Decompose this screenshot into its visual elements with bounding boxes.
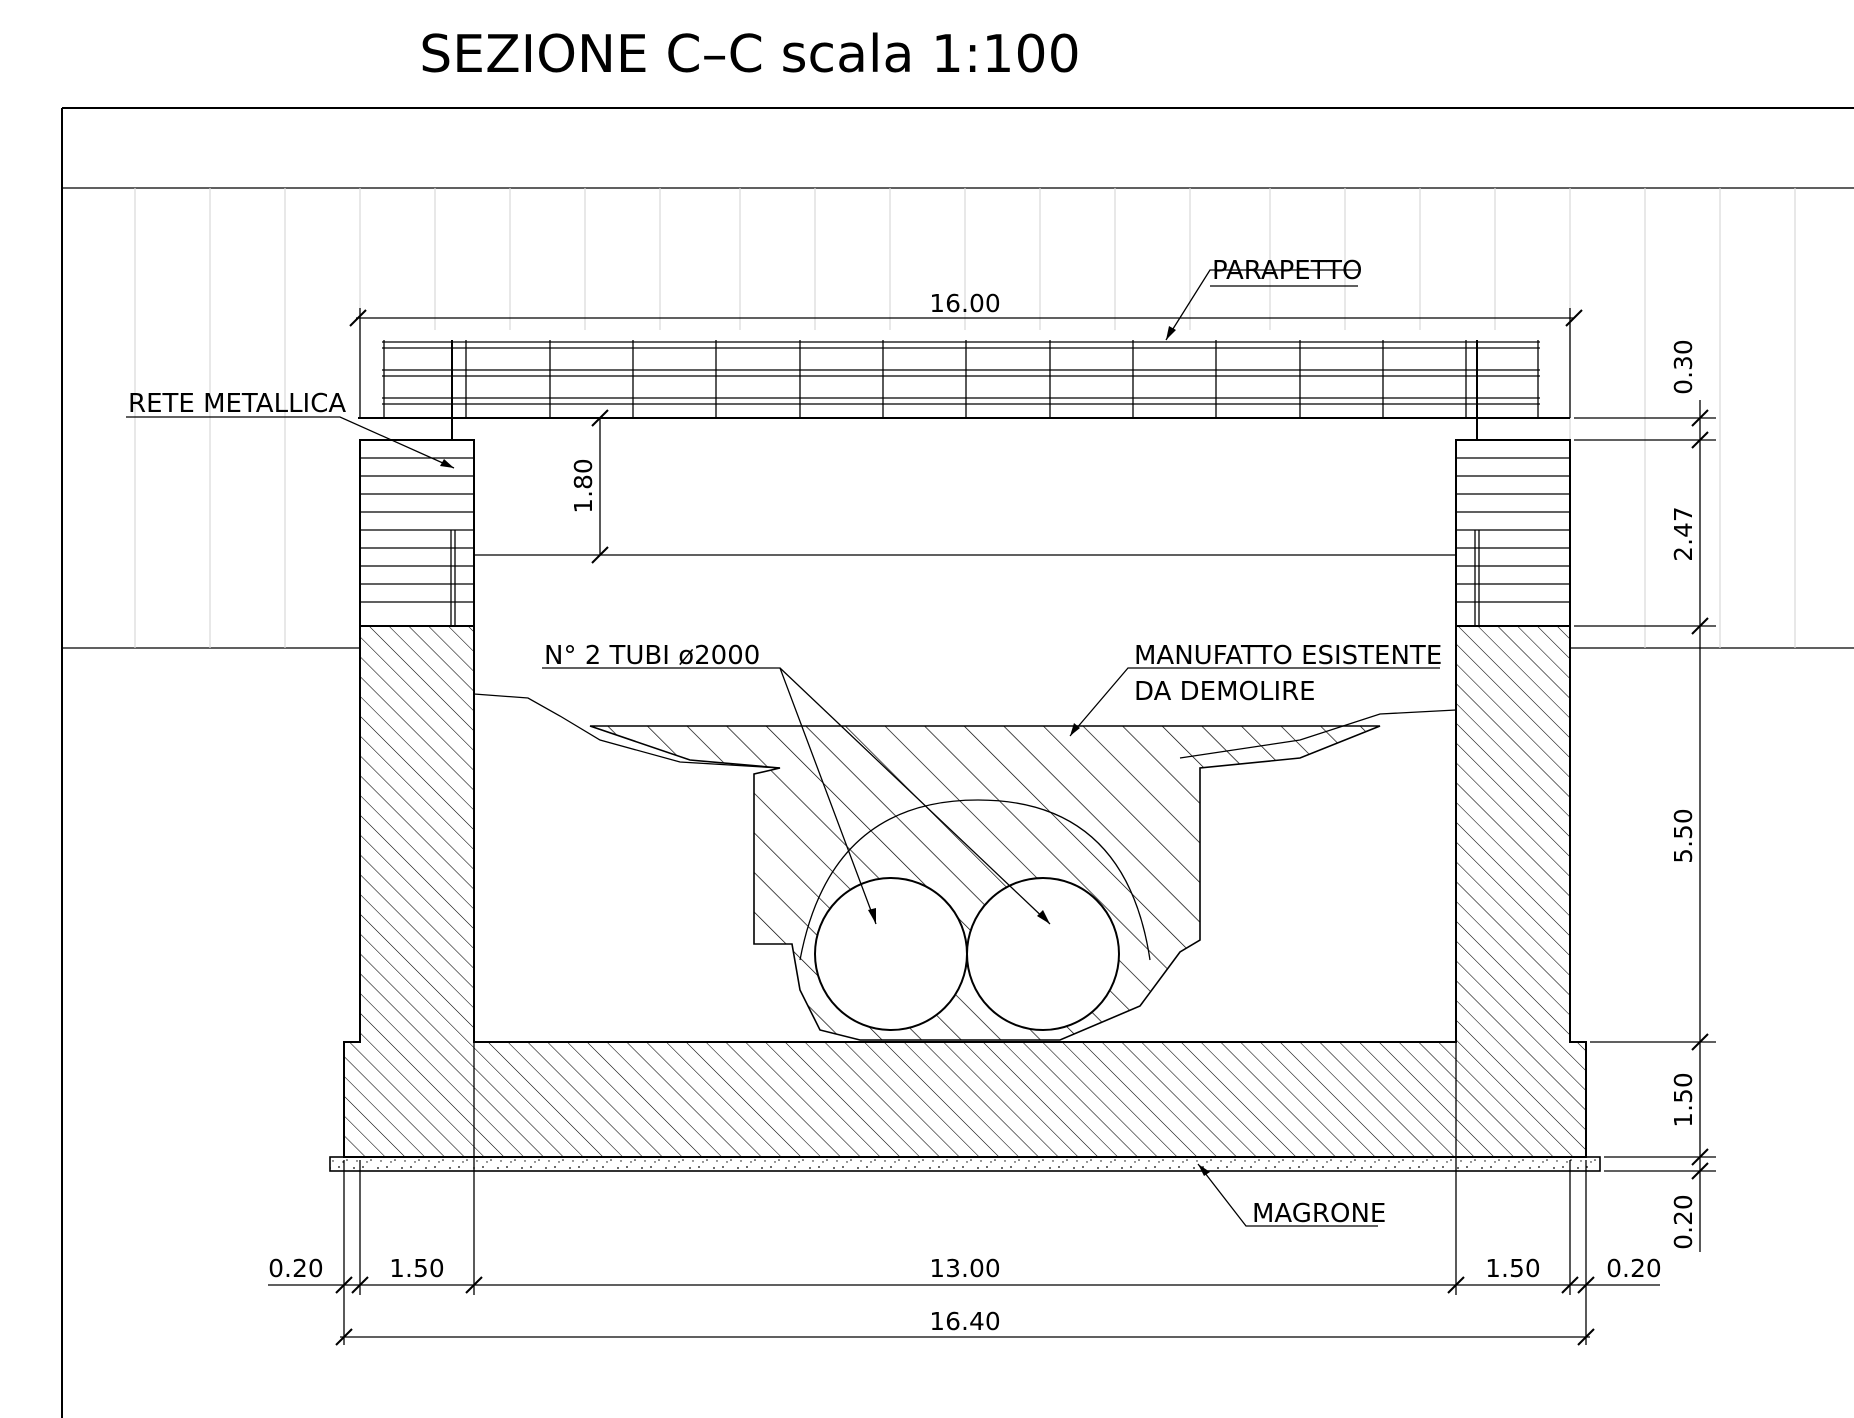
label-parapetto: PARAPETTO bbox=[1212, 256, 1362, 286]
drawing-frame bbox=[61, 107, 1854, 1418]
label-manufatto-2: DA DEMOLIRE bbox=[1134, 677, 1316, 707]
dimension-lines bbox=[268, 308, 1716, 1346]
dim-right-030: 0.30 bbox=[1669, 339, 1698, 395]
label-manufatto-1: MANUFATTO ESISTENTE bbox=[1134, 641, 1442, 671]
dim-bottom-150-right: 1.50 bbox=[1485, 1254, 1541, 1283]
dim-bottom-020-right: 0.20 bbox=[1606, 1254, 1662, 1283]
parapet-railing bbox=[358, 340, 1570, 440]
right-upper-wall bbox=[1455, 439, 1571, 627]
label-rete-metallica: RETE METALLICA bbox=[128, 389, 346, 419]
terrain-line bbox=[473, 693, 1457, 769]
dim-right-150: 1.50 bbox=[1669, 1072, 1698, 1128]
left-upper-wall bbox=[359, 439, 475, 627]
dim-right-247: 2.47 bbox=[1669, 506, 1698, 562]
dim-bottom-total: 16.40 bbox=[929, 1307, 1001, 1336]
label-magrone: MAGRONE bbox=[1252, 1199, 1386, 1229]
pipe-right bbox=[966, 877, 1120, 1031]
dim-bottom-1300: 13.00 bbox=[929, 1254, 1001, 1283]
dim-bottom-150-left: 1.50 bbox=[389, 1254, 445, 1283]
existing-arch bbox=[799, 799, 1151, 961]
drawing-title: SEZIONE C–C scala 1:100 bbox=[419, 25, 1080, 85]
magrone-strip bbox=[329, 1156, 1601, 1172]
leaders bbox=[126, 269, 1440, 1227]
existing-structure bbox=[589, 725, 1381, 1041]
dim-inner-height: 1.80 bbox=[569, 458, 598, 514]
dim-right-020: 0.20 bbox=[1669, 1194, 1698, 1250]
label-tubi: N° 2 TUBI ø2000 bbox=[544, 641, 760, 671]
pipe-left bbox=[814, 877, 968, 1031]
dim-top-width: 16.00 bbox=[929, 289, 1001, 318]
dim-bottom-020-left: 0.20 bbox=[268, 1254, 324, 1283]
dim-right-550: 5.50 bbox=[1669, 808, 1698, 864]
